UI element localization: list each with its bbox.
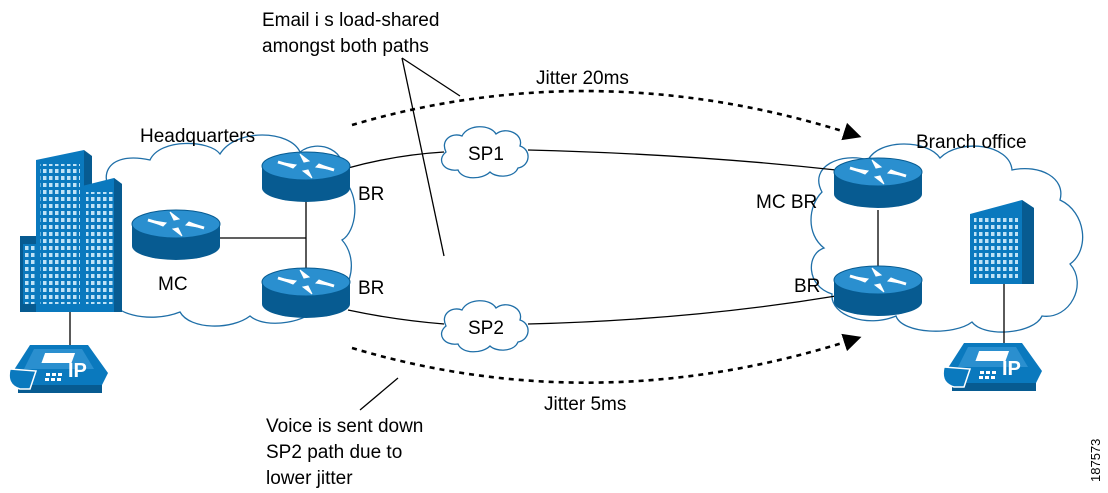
headquarters-building-icon <box>20 150 122 312</box>
hq-br1-router-icon <box>260 150 352 204</box>
email-callout-pointers <box>401 57 461 257</box>
branch-building-icon <box>970 200 1034 284</box>
hq-br2-label: BR <box>358 278 384 299</box>
branch-mcbr-label: MC BR <box>756 192 817 213</box>
email-callout-line2: amongst both paths <box>262 36 429 57</box>
hq-ip-phone-icon: IP <box>8 344 109 394</box>
bottom-path-jitter-label: Jitter 5ms <box>544 394 626 415</box>
headquarters-label: Headquarters <box>140 126 255 147</box>
hq-br2-router-icon <box>260 266 352 320</box>
branch-ip-phone-icon: IP <box>942 342 1043 392</box>
figure-id: 187573 <box>1088 439 1103 482</box>
email-callout-line1: Email i s load-shared <box>262 10 439 31</box>
voice-callout-line3: lower jitter <box>266 468 353 489</box>
mc-label: MC <box>158 274 188 295</box>
voice-callout-line2: SP2 path due to <box>266 442 402 463</box>
branch-mcbr-router-icon <box>832 156 924 210</box>
voice-callout-line1: Voice is sent down <box>266 416 423 437</box>
mc-router-icon <box>130 208 222 262</box>
branch-br-label: BR <box>794 276 820 297</box>
branch-br-router-icon <box>832 264 924 318</box>
network-links <box>69 149 1005 348</box>
bottom-path-arrow <box>351 333 862 384</box>
top-path-arrow <box>351 89 862 141</box>
hq-br1-label: BR <box>358 184 384 205</box>
sp2-label: SP2 <box>468 318 504 339</box>
hq-phone-label: IP <box>68 360 87 382</box>
branch-office-label: Branch office <box>916 132 1027 153</box>
voice-callout-pointer <box>359 377 399 411</box>
branch-phone-label: IP <box>1002 358 1021 380</box>
sp1-cloud-icon <box>441 126 529 179</box>
top-path-jitter-label: Jitter 20ms <box>536 68 629 89</box>
sp1-label: SP1 <box>468 144 504 165</box>
sp2-cloud-icon <box>441 300 529 353</box>
